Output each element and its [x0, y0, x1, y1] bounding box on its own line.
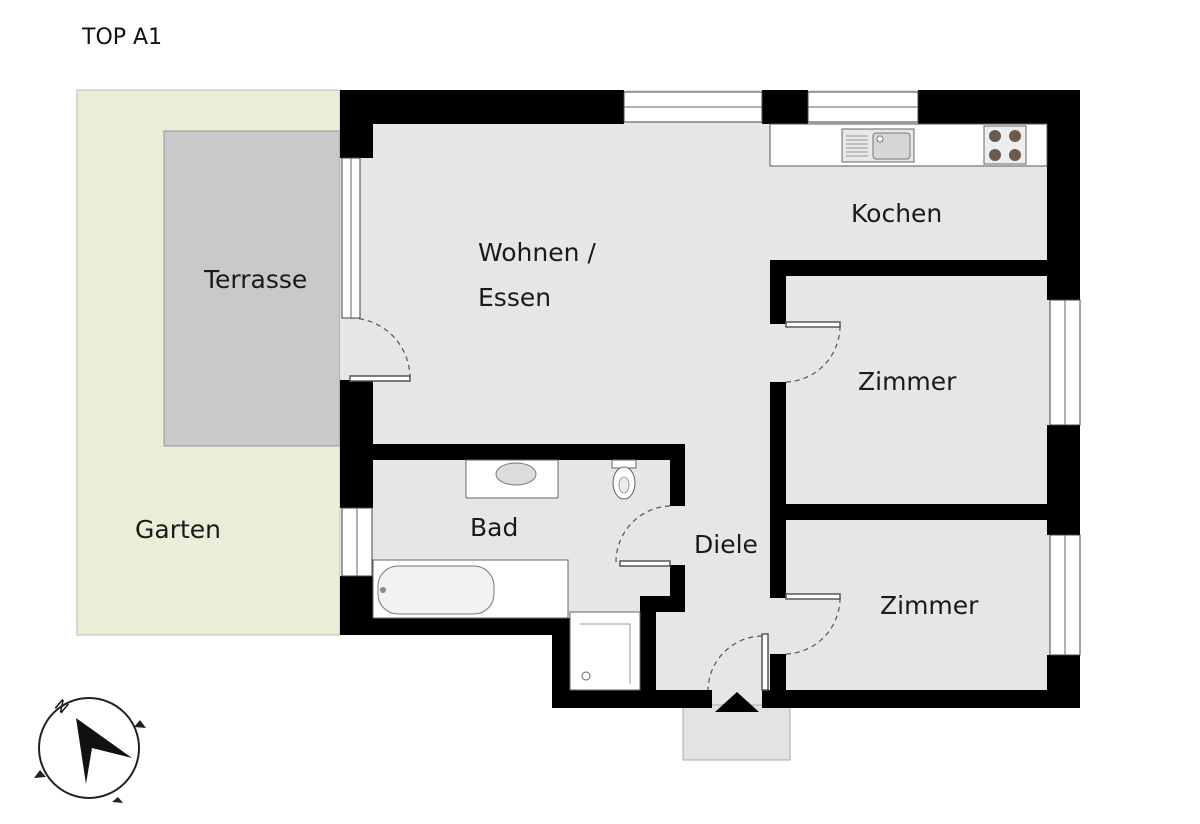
- label-bad: Bad: [470, 513, 518, 542]
- entrance-arrow: [715, 692, 759, 712]
- doors: [349, 317, 841, 712]
- compass-rose: N: [34, 695, 146, 803]
- bathroom-fixtures: [372, 459, 641, 691]
- label-wohnen: Wohnen /: [478, 238, 596, 267]
- bathtub: [372, 559, 569, 619]
- label-terrasse: Terrasse: [203, 265, 307, 294]
- kitchen-sink: [841, 128, 915, 163]
- terrace-area: [163, 130, 341, 447]
- label-kochen: Kochen: [851, 199, 942, 228]
- label-zimmer-1: Zimmer: [858, 367, 957, 396]
- label-essen: Essen: [478, 283, 551, 312]
- interior-floor: [340, 90, 1080, 760]
- toilet: [611, 459, 637, 500]
- plan-title: TOP A1: [81, 25, 162, 50]
- windows: [341, 91, 1081, 656]
- label-garten: Garten: [135, 515, 221, 544]
- kitchen-counter: [769, 123, 1048, 167]
- shower: [569, 611, 641, 691]
- cooktop: [983, 125, 1027, 165]
- label-diele: Diele: [694, 530, 758, 559]
- north-arrow-icon: [76, 718, 132, 784]
- label-zimmer-2: Zimmer: [880, 591, 979, 620]
- entrance-landing: [682, 704, 791, 761]
- walls: [340, 90, 1080, 708]
